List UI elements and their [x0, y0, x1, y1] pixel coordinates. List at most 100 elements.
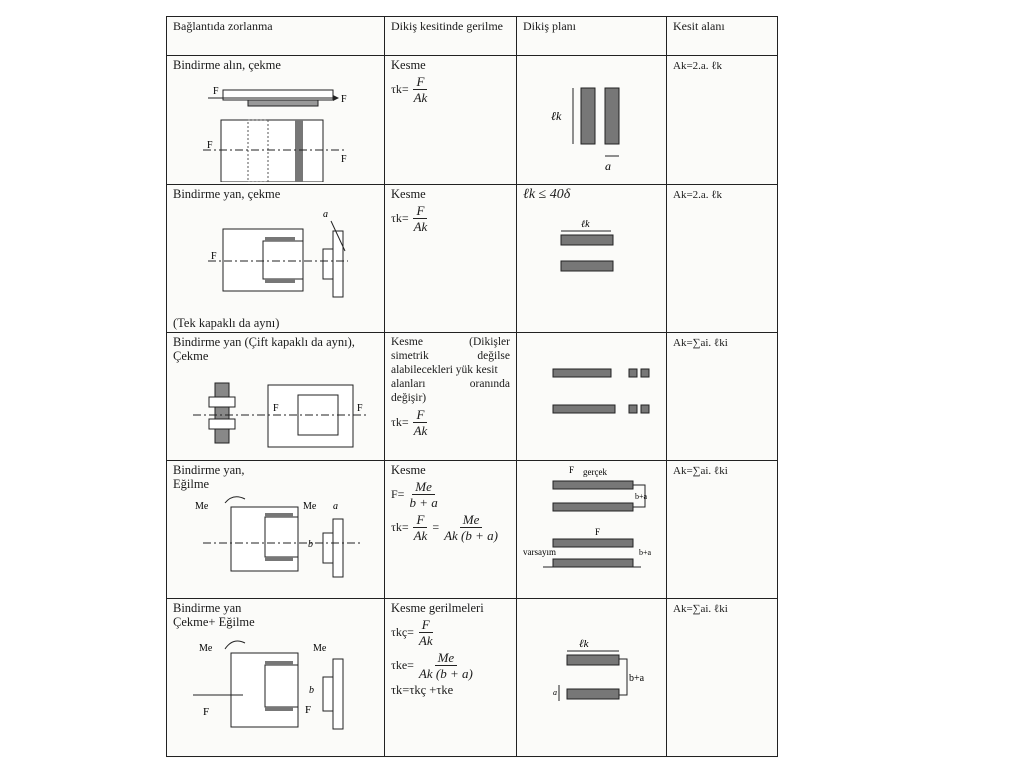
table-row: Bindirme yan, Eğilme Me Me a b Kesme F=: [166, 460, 778, 599]
svg-text:F: F: [595, 527, 600, 537]
row4-title-line2: Eğilme: [173, 477, 210, 491]
row3-joint-figure: F F: [193, 382, 369, 448]
svg-text:F: F: [213, 86, 219, 97]
row2-area: Ak=2.a. ℓk: [673, 189, 723, 201]
row5-area: Ak=∑ai. ℓki: [673, 603, 728, 615]
svg-text:a: a: [605, 159, 611, 173]
row4-joint-cell: Bindirme yan, Eğilme Me Me a b: [166, 460, 385, 599]
row2-joint-figure: a F: [208, 209, 348, 298]
row1-plan-cell: ℓk a: [516, 55, 667, 185]
row2-area-cell: Ak=2.a. ℓk: [666, 184, 778, 333]
svg-text:F: F: [357, 403, 363, 414]
svg-text:F: F: [211, 251, 217, 262]
row3-stress-line1: Kesme(Dikişler: [391, 336, 510, 348]
row4-plan-cell: gerçek F b+a F b+a varsayım: [516, 460, 667, 599]
row1-area-cell: Ak=2.a. ℓk: [666, 55, 778, 185]
row5-joint-cell: Bindirme yan Çekme+ Eğilme Me Me F F b: [166, 598, 385, 757]
header-seam-stress: Dikiş kesitinde gerilme: [384, 16, 517, 56]
svg-text:ℓk: ℓk: [581, 219, 590, 230]
header-seam-plan: Dikiş planı: [516, 16, 667, 56]
row3-joint-cell: Bindirme yan (Çift kapaklı da aynı), Çek…: [166, 332, 385, 461]
row1-area: Ak=2.a. ℓk: [673, 60, 723, 72]
row1-plan-figure: ℓk a: [551, 87, 620, 173]
row5-title-line2: Çekme+ Eğilme: [173, 615, 255, 629]
table-header-row: Bağlantıda zorlanma Dikiş kesitinde geri…: [166, 16, 778, 56]
table-row: Bindirme yan, çekme a F (Tek kapaklı da …: [166, 184, 778, 333]
row5-plan-cell: ℓk b+a a: [516, 598, 667, 757]
row2-stress-label: Kesme: [391, 187, 426, 201]
svg-text:ℓk: ℓk: [579, 638, 590, 650]
svg-text:b+a: b+a: [629, 673, 645, 684]
row3-area-cell: Ak=∑ai. ℓki: [666, 332, 778, 461]
row3-stress-line5: değişir): [391, 392, 427, 404]
row5-joint-figure: Me Me F F b: [193, 640, 344, 730]
row3-title-line2: Çekme: [173, 349, 209, 363]
svg-text:F: F: [273, 403, 279, 414]
svg-text:Me: Me: [303, 501, 317, 512]
row5-title-line1: Bindirme yan: [173, 601, 242, 615]
svg-text:Me: Me: [313, 643, 327, 654]
row5-plan-figure: ℓk b+a a: [553, 638, 645, 701]
row5-area-cell: Ak=∑ai. ℓki: [666, 598, 778, 757]
row2-joint-cell: Bindirme yan, çekme a F (Tek kapaklı da …: [166, 184, 385, 333]
svg-text:b+a: b+a: [635, 492, 648, 501]
row3-title-line1: Bindirme yan (Çift kapaklı da aynı),: [173, 335, 355, 349]
header-section-area: Kesit alanı: [666, 16, 778, 56]
row1-title: Bindirme alın, çekme: [173, 58, 281, 72]
row4-stress-label: Kesme: [391, 463, 426, 477]
svg-text:F: F: [207, 140, 213, 151]
row2-plan-cell: ℓk ≤ 40δ ℓk: [516, 184, 667, 333]
row3-area: Ak=∑ai. ℓki: [673, 337, 728, 349]
row3-stress-line3: alabilecekleri yük kesit: [391, 364, 498, 376]
row5-formula-sum: τk=τkç +τke: [391, 683, 454, 697]
row2-note: (Tek kapaklı da aynı): [173, 316, 280, 330]
row4-area: Ak=∑ai. ℓki: [673, 465, 728, 477]
svg-text:F: F: [341, 94, 347, 105]
row3-plan-cell: [516, 332, 667, 461]
table-row: Bindirme alın, çekme F F F F Kesme τk=: [166, 55, 778, 185]
row2-plan-figure: ℓk: [560, 219, 614, 272]
svg-text:b: b: [309, 685, 314, 696]
header-joint-loading: Bağlantıda zorlanma: [166, 16, 385, 56]
row4-title-line1: Bindirme yan,: [173, 463, 245, 477]
svg-text:Me: Me: [199, 643, 213, 654]
svg-text:a: a: [323, 209, 328, 220]
svg-text:gerçek: gerçek: [583, 467, 607, 477]
row5-stress-label: Kesme gerilmeleri: [391, 601, 484, 615]
table-row: Bindirme yan Çekme+ Eğilme Me Me F F b K…: [166, 598, 778, 757]
svg-text:Me: Me: [195, 501, 209, 512]
svg-text:F: F: [341, 154, 347, 165]
svg-text:F: F: [203, 706, 209, 718]
svg-text:a: a: [333, 501, 338, 512]
row2-plan-condition: ℓk ≤ 40δ: [523, 187, 571, 202]
row4-area-cell: Ak=∑ai. ℓki: [666, 460, 778, 599]
svg-text:a: a: [553, 688, 557, 697]
row4-joint-figure: Me Me a b: [195, 496, 363, 578]
row1-joint-figure: F F F F: [203, 86, 347, 182]
row1-stress-label: Kesme: [391, 58, 426, 72]
svg-text:b: b: [308, 539, 313, 550]
svg-text:F: F: [305, 704, 311, 716]
svg-text:F: F: [569, 465, 574, 475]
row2-title: Bindirme yan, çekme: [173, 187, 281, 201]
row1-joint-cell: Bindirme alın, çekme F F F F: [166, 55, 385, 185]
row4-plan-figure: gerçek F b+a F b+a varsayım: [523, 465, 652, 568]
svg-text:ℓk: ℓk: [551, 109, 562, 123]
svg-text:b+a: b+a: [639, 548, 652, 557]
row3-plan-figure: [552, 368, 650, 414]
svg-text:varsayım: varsayım: [523, 547, 556, 557]
